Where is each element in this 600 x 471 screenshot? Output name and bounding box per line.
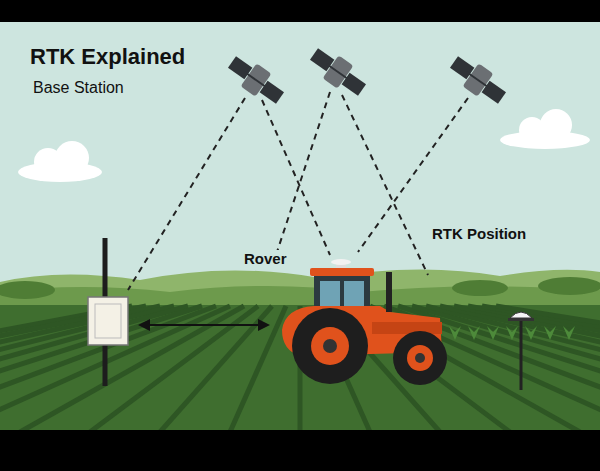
part-label: Base Station <box>31 79 126 97</box>
diagram-title: RTK Explained <box>28 44 187 70</box>
part-label-holder: Rover <box>242 250 289 267</box>
part-label: RTK Position <box>430 225 528 242</box>
part-label-holder: Base Station <box>31 79 126 97</box>
part-label-holder: RTK Position <box>430 225 528 242</box>
diagram-title-holder: RTK Explained <box>28 44 187 70</box>
part-label: Rover <box>242 250 289 267</box>
